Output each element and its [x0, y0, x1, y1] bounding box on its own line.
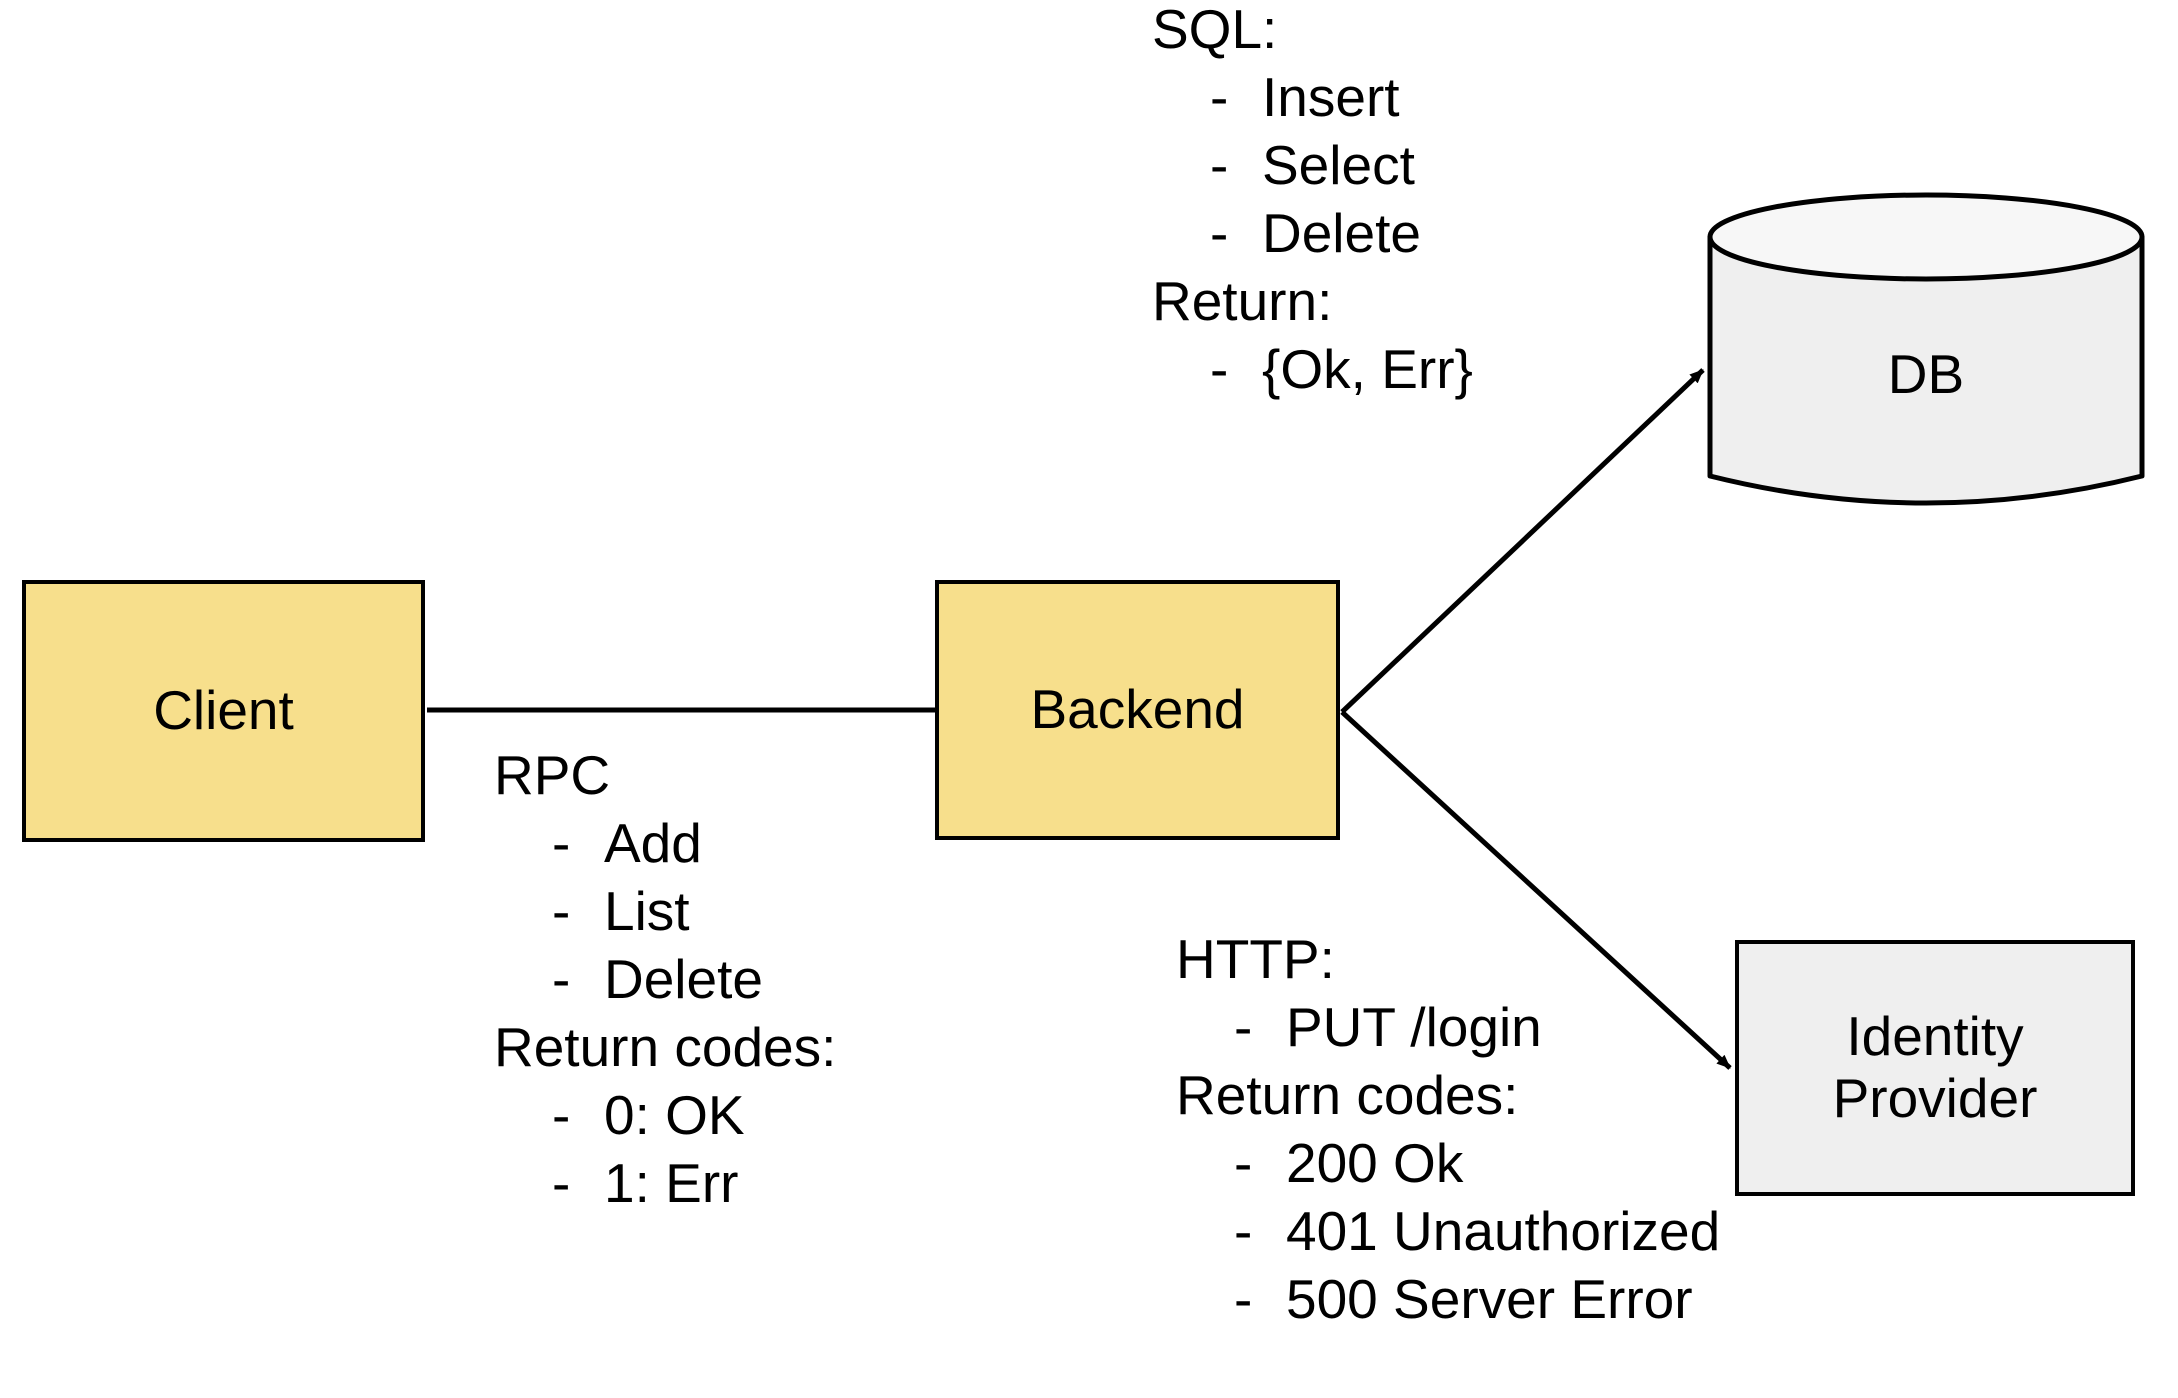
- list-item: -0: OK: [494, 1088, 836, 1143]
- list-item-label: 401 Unauthorized: [1286, 1200, 1721, 1262]
- list-item: -Delete: [1152, 206, 1473, 261]
- list-item-label: Add: [604, 812, 702, 874]
- annotation-sql-subheading: Return:: [1152, 270, 1333, 332]
- list-item-label: {Ok, Err}: [1262, 338, 1473, 400]
- bullet-dash: -: [1210, 338, 1229, 400]
- node-db[interactable]: DB: [1710, 340, 2142, 410]
- list-item-label: Delete: [1262, 202, 1421, 264]
- list-item: -Insert: [1152, 70, 1473, 125]
- bullet-dash: -: [552, 948, 571, 1010]
- node-identity-provider-label-line2: Provider: [1832, 1067, 2038, 1129]
- annotation-http-subheading: Return codes:: [1176, 1064, 1519, 1126]
- db-cylinder-shape: [1707, 192, 2145, 506]
- list-item: -Select: [1152, 138, 1473, 193]
- bullet-dash: -: [1234, 1132, 1253, 1194]
- bullet-dash: -: [1234, 1268, 1253, 1330]
- bullet-dash: -: [1210, 202, 1229, 264]
- node-identity-provider-label-line1: Identity: [1846, 1005, 2024, 1068]
- node-client[interactable]: Client: [22, 580, 425, 842]
- annotation-http-heading: HTTP:: [1176, 928, 1335, 990]
- annotation-rpc-heading: RPC: [494, 744, 611, 806]
- annotation-rpc-items: -Add -List -Delete: [494, 816, 836, 1007]
- list-item: -Delete: [494, 952, 836, 1007]
- list-item: -Add: [494, 816, 836, 871]
- bullet-dash: -: [552, 1084, 571, 1146]
- list-item-label: 1: Err: [604, 1152, 739, 1214]
- list-item-label: Delete: [604, 948, 763, 1010]
- list-item-label: Insert: [1262, 66, 1400, 128]
- annotation-rpc-sub-items: -0: OK -1: Err: [494, 1088, 836, 1211]
- list-item: -401 Unauthorized: [1176, 1204, 1720, 1259]
- list-item-label: Select: [1262, 134, 1415, 196]
- list-item: -500 Server Error: [1176, 1272, 1720, 1327]
- edge-backend-to-db: [1340, 368, 1705, 714]
- annotation-http-sub-items: -200 Ok -401 Unauthorized -500 Server Er…: [1176, 1136, 1720, 1327]
- node-client-label: Client: [153, 679, 294, 742]
- node-backend-label: Backend: [1030, 678, 1245, 741]
- annotation-rpc-subheading: Return codes:: [494, 1016, 837, 1078]
- list-item: -{Ok, Err}: [1152, 342, 1473, 397]
- node-identity-provider-label: Identity Provider: [1833, 1006, 2038, 1129]
- annotation-sql: SQL: -Insert -Select -Delete Return: -{O…: [1152, 2, 1473, 410]
- bullet-dash: -: [1210, 66, 1229, 128]
- annotation-sql-sub-items: -{Ok, Err}: [1152, 342, 1473, 397]
- node-db-label: DB: [1887, 343, 1965, 406]
- node-identity-provider[interactable]: Identity Provider: [1735, 940, 2135, 1196]
- annotation-sql-heading: SQL:: [1152, 0, 1278, 60]
- list-item: -1: Err: [494, 1156, 836, 1211]
- list-item: -PUT /login: [1176, 1000, 1720, 1055]
- node-backend[interactable]: Backend: [935, 580, 1340, 840]
- bullet-dash: -: [552, 812, 571, 874]
- bullet-dash: -: [552, 1152, 571, 1214]
- bullet-dash: -: [1234, 1200, 1253, 1262]
- list-item-label: List: [604, 880, 690, 942]
- annotation-sql-items: -Insert -Select -Delete: [1152, 70, 1473, 261]
- list-item: -200 Ok: [1176, 1136, 1720, 1191]
- list-item-label: 0: OK: [604, 1084, 745, 1146]
- annotation-http: HTTP: -PUT /login Return codes: -200 Ok …: [1176, 932, 1720, 1340]
- annotation-http-items: -PUT /login: [1176, 1000, 1720, 1055]
- list-item-label: 200 Ok: [1286, 1132, 1464, 1194]
- list-item-label: PUT /login: [1286, 996, 1542, 1058]
- list-item-label: 500 Server Error: [1286, 1268, 1693, 1330]
- annotation-rpc: RPC -Add -List -Delete Return codes: -0:…: [494, 748, 836, 1224]
- bullet-dash: -: [1210, 134, 1229, 196]
- bullet-dash: -: [552, 880, 571, 942]
- bullet-dash: -: [1234, 996, 1253, 1058]
- list-item: -List: [494, 884, 836, 939]
